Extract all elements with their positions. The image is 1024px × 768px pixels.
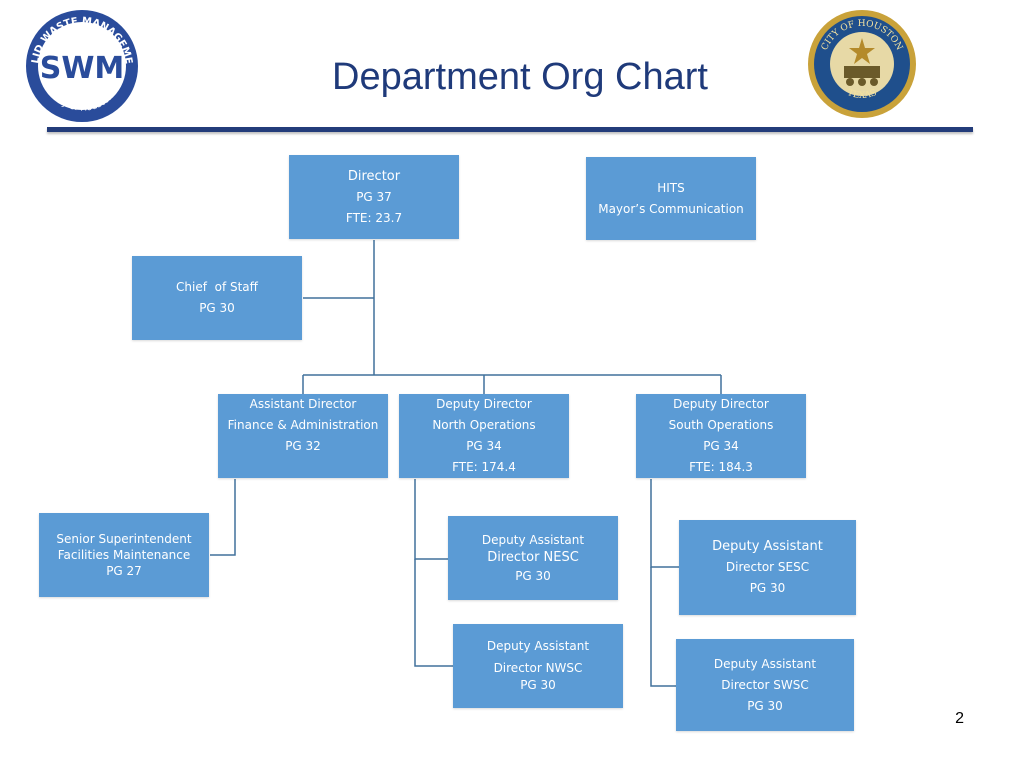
connector-north-to-nwsc <box>414 559 453 667</box>
director-box: Director PG 37 FTE: 23.7 <box>289 155 459 239</box>
connector-south-to-sesc <box>650 479 679 568</box>
director-fte: FTE: 23.7 <box>345 210 403 225</box>
deputy-assistant-director-nwsc-box: Deputy Assistant Director NWSC PG 30 <box>453 624 623 708</box>
seal-bottom-text: TEXAS <box>846 88 879 101</box>
director-pg: PG 37 <box>356 189 392 204</box>
hits-subtitle: Mayor’s Communication <box>598 201 744 216</box>
deputy-assistant-director-sesc-box: Deputy Assistant Director SESC PG 30 <box>679 520 856 615</box>
south-fte: FTE: 184.3 <box>689 460 753 474</box>
senior-title: Senior Superintendent <box>56 532 192 546</box>
south-pg: PG 34 <box>703 439 739 453</box>
nesc-subtitle: Director NESC <box>487 550 579 565</box>
senior-superintendent-box: Senior Superintendent Facilities Mainten… <box>39 513 209 597</box>
page-number: 2 <box>955 710 964 727</box>
hits-box: HITS Mayor’s Communication <box>586 157 756 240</box>
nesc-pg: PG 30 <box>515 569 551 583</box>
chief-of-staff-pg: PG 30 <box>199 301 235 315</box>
deputy-director-north-box: Deputy Director North Operations PG 34 F… <box>399 394 569 478</box>
north-fte: FTE: 174.4 <box>452 460 516 474</box>
finance-pg: PG 32 <box>285 439 321 453</box>
svg-text:TEXAS: TEXAS <box>846 88 879 101</box>
south-subtitle: South Operations <box>668 418 774 432</box>
locomotive-icon <box>844 66 880 78</box>
south-title: Deputy Director <box>673 397 769 411</box>
nwsc-subtitle: Director NWSC <box>493 661 583 675</box>
connector-north-to-nesc <box>414 479 448 560</box>
star-icon <box>849 38 875 64</box>
north-pg: PG 34 <box>466 439 502 453</box>
sesc-subtitle: Director SESC <box>725 560 810 574</box>
nwsc-pg: PG 30 <box>520 678 556 692</box>
swsc-pg: PG 30 <box>747 698 783 713</box>
finance-subtitle: Finance & Administration <box>227 418 379 432</box>
sesc-title: Deputy Assistant <box>712 539 823 554</box>
connector-south-to-swsc <box>650 567 676 687</box>
swsc-subtitle: Director SWSC <box>721 677 809 692</box>
chief-of-staff-box: Chief of Staff PG 30 <box>132 256 302 340</box>
swm-logo: SOLID WASTE MANAGEMENT SWM City of Houst… <box>22 6 138 122</box>
senior-subtitle: Facilities Maintenance <box>57 548 191 562</box>
connector-finance-to-senior <box>210 479 236 556</box>
director-title: Director <box>347 168 401 184</box>
header-divider <box>47 127 973 132</box>
nesc-title: Deputy Assistant <box>481 533 585 547</box>
senior-pg: PG 27 <box>106 564 142 578</box>
deputy-assistant-director-nesc-box: Deputy Assistant Director NESC PG 30 <box>448 516 618 600</box>
page-title: Department Org Chart <box>332 56 708 98</box>
city-seal-logo: CITY OF HOUSTON TEXAS <box>808 10 916 118</box>
north-title: Deputy Director <box>436 397 532 411</box>
sesc-pg: PG 30 <box>749 581 786 595</box>
assistant-director-finance-box: Assistant Director Finance & Administrat… <box>218 394 388 478</box>
chief-of-staff-title: Chief of Staff <box>176 280 258 294</box>
nwsc-title: Deputy Assistant <box>486 639 590 653</box>
deputy-assistant-director-swsc-box: Deputy Assistant Director SWSC PG 30 <box>676 639 854 731</box>
deputy-director-south-box: Deputy Director South Operations PG 34 F… <box>636 394 806 478</box>
north-subtitle: North Operations <box>432 418 536 432</box>
finance-title: Assistant Director <box>249 397 357 411</box>
logo-left-initials: SWM <box>40 51 125 86</box>
swsc-title: Deputy Assistant <box>713 656 817 671</box>
hits-title: HITS <box>657 180 685 195</box>
